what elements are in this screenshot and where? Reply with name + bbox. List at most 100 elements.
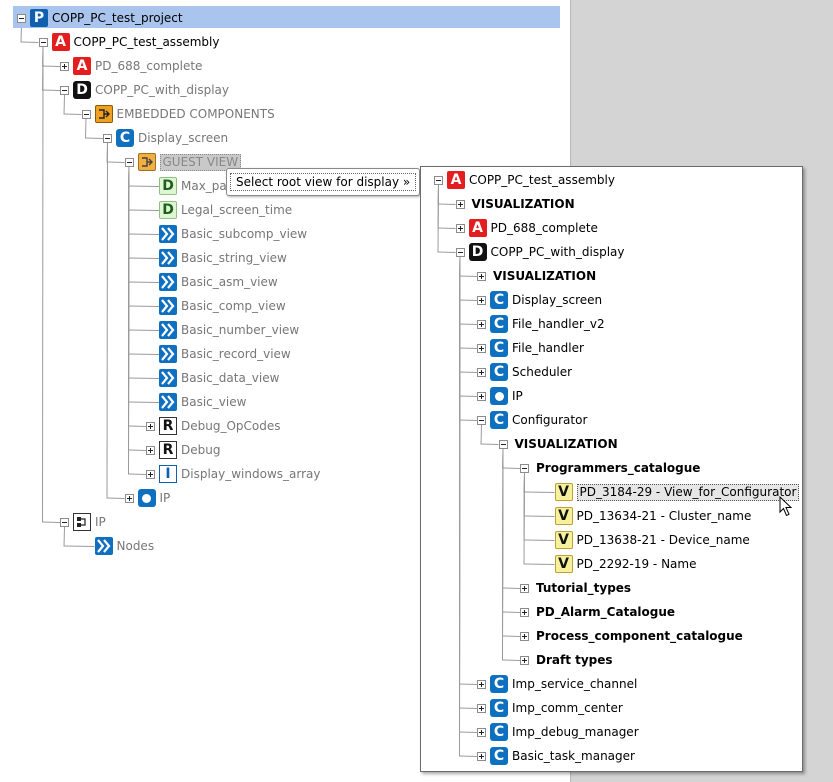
expand-plus-icon[interactable] — [146, 421, 155, 431]
tree-node-basic-number-view[interactable]: Basic_number_view — [0, 318, 566, 340]
tree-node-pd-alarm-catalogue[interactable]: PD_Alarm_Catalogue — [421, 600, 800, 622]
collapse-minus-icon[interactable] — [477, 415, 486, 425]
expand-plus-icon[interactable] — [455, 223, 465, 233]
expand-plus-icon[interactable] — [477, 727, 486, 737]
data-item-icon: D — [159, 201, 177, 219]
expand-plus-icon[interactable] — [477, 679, 486, 689]
tree-node-ip[interactable]: IP — [0, 486, 566, 508]
expand-plus-icon[interactable] — [146, 445, 155, 455]
tree-node-basic-record-view[interactable]: Basic_record_view — [0, 342, 566, 364]
tree-connector-line — [63, 94, 65, 115]
collapse-minus-icon[interactable] — [434, 175, 443, 185]
expand-plus-icon[interactable] — [477, 391, 486, 401]
tree-connector-line — [459, 395, 478, 397]
tree-node-visualization[interactable]: VISUALIZATION — [421, 264, 800, 286]
component-icon: C — [490, 291, 508, 309]
expand-plus-icon[interactable] — [477, 703, 486, 713]
collapse-minus-icon[interactable] — [60, 85, 69, 95]
tree-node-basic-data-view[interactable]: Basic_data_view — [0, 366, 566, 388]
tree-node-visualization[interactable]: VISUALIZATION — [421, 192, 800, 214]
expand-plus-icon[interactable] — [124, 493, 134, 503]
tree-node-label: VISUALIZATION — [514, 437, 618, 451]
tree-connector-line — [128, 329, 160, 331]
collapse-minus-icon[interactable] — [60, 517, 69, 527]
expand-plus-icon[interactable] — [520, 583, 529, 593]
expand-plus-icon[interactable] — [477, 343, 486, 353]
tree-node-basic-view[interactable]: Basic_view — [0, 390, 566, 412]
tree-connector-line — [128, 305, 160, 307]
expand-plus-icon[interactable] — [477, 319, 486, 329]
component-icon: C — [116, 129, 134, 147]
tree-node-process-component-catalogue[interactable]: Process_component_catalogue — [421, 624, 800, 646]
tree-node-label: Basic_asm_view — [181, 275, 278, 289]
tree-node-visualization[interactable]: VISUALIZATION — [421, 432, 800, 454]
tree-connector-line — [128, 425, 147, 427]
tree-node-guest-view[interactable]: GUEST VIEW — [0, 150, 566, 172]
tree-node-programmers-catalogue[interactable]: Programmers_catalogue — [421, 456, 800, 478]
ip-node-icon — [137, 489, 156, 507]
tree-node-ip[interactable]: IP — [421, 384, 800, 406]
tree-node-basic-comp-view[interactable]: Basic_comp_view — [0, 294, 566, 316]
expand-plus-icon[interactable] — [520, 607, 529, 617]
tree-node-tutorial-types[interactable]: Tutorial_types — [421, 576, 800, 598]
view-chevrons-icon — [159, 225, 177, 243]
expand-plus-icon[interactable] — [477, 751, 486, 761]
expand-plus-icon[interactable] — [477, 295, 486, 305]
tree-node-embedded-components[interactable]: EMBEDDED COMPONENTS — [0, 102, 566, 124]
collapse-minus-icon[interactable] — [124, 157, 134, 167]
tree-node-label: Basic_data_view — [181, 371, 280, 385]
tree-node-basic-string-view[interactable]: Basic_string_view — [0, 246, 566, 268]
guest-view-icon — [137, 153, 156, 171]
collapse-minus-icon[interactable] — [455, 247, 465, 257]
tree-node-draft-types[interactable]: Draft types — [421, 648, 800, 670]
collapse-minus-icon[interactable] — [38, 37, 48, 47]
tree-node-basic-asm-view[interactable]: Basic_asm_view — [0, 270, 566, 292]
tree-connector-line — [459, 683, 478, 685]
tree-connector-line — [524, 563, 555, 565]
expand-plus-icon[interactable] — [520, 655, 529, 665]
tree-node-label: Nodes — [116, 539, 155, 553]
expand-plus-icon[interactable] — [60, 61, 69, 71]
collapse-minus-icon[interactable] — [81, 109, 91, 119]
tree-node-basic-subcomp-view[interactable]: Basic_subcomp_view — [0, 222, 566, 244]
expand-plus-icon[interactable] — [477, 271, 486, 281]
expand-plus-icon[interactable] — [146, 469, 155, 479]
collapse-minus-icon[interactable] — [498, 439, 508, 449]
tree-node-ip[interactable]: IP — [0, 510, 566, 532]
expand-plus-icon[interactable] — [477, 367, 486, 377]
collapse-minus-icon[interactable] — [17, 13, 26, 23]
collapse-minus-icon[interactable] — [103, 133, 112, 143]
tree-connector-line — [128, 353, 160, 355]
record-icon: R — [159, 417, 177, 435]
expand-plus-icon[interactable] — [455, 199, 465, 209]
select-root-view-tooltip[interactable]: Select root view for display » — [226, 168, 421, 196]
tree-node-nodes[interactable]: Nodes — [0, 534, 566, 556]
expand-plus-icon[interactable] — [520, 631, 529, 641]
collapse-minus-icon[interactable] — [520, 463, 529, 473]
